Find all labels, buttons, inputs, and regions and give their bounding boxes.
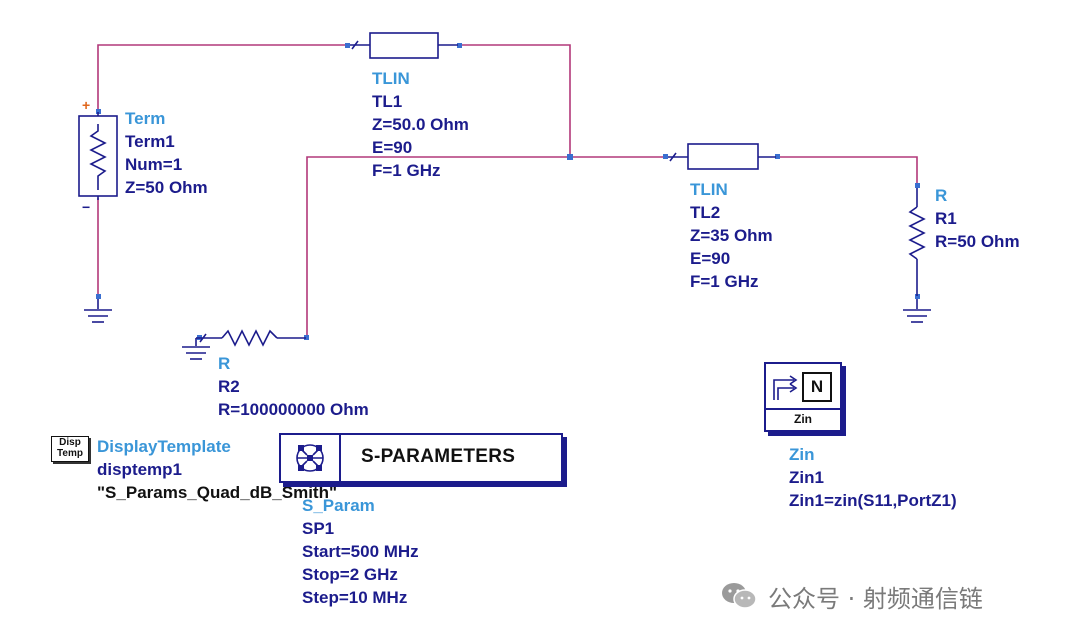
watermark-text: 公众号 · 射频通信链 — [768, 584, 983, 613]
ground-symbols — [84, 299, 931, 360]
zin-type: Zin — [789, 445, 815, 464]
zin-separator — [766, 408, 840, 410]
tl1-name: TL1 — [372, 92, 403, 111]
term1-plus-sign: + — [82, 97, 90, 113]
wire-tl2-to-r1 — [778, 156, 918, 185]
r1-label: R R1 R=50 Ohm — [935, 184, 1020, 253]
tl2-param-z: Z=35 Ohm — [690, 226, 773, 245]
zin-expression: Zin1=zin(S11,PortZ1) — [789, 491, 957, 510]
zin-name: Zin1 — [789, 468, 824, 487]
r1-param-r: R=50 Ohm — [935, 232, 1020, 251]
s-param-label: S_Param SP1 Start=500 MHz Stop=2 GHz Ste… — [302, 494, 419, 609]
display-template-value: "S_Params_Quad_dB_Smith" — [97, 483, 338, 502]
s-parameters-controller[interactable]: S-PARAMETERS — [279, 433, 563, 483]
tl2-param-f: F=1 GHz — [690, 272, 759, 291]
ground-term1 — [84, 299, 112, 323]
wechat-logo-icon — [722, 583, 757, 609]
wires — [97, 44, 918, 338]
r2-symbol[interactable] — [195, 329, 306, 347]
s-param-step: Step=10 MHz — [302, 588, 408, 607]
display-template-icon-line1: Disp — [59, 437, 81, 448]
s-param-type: S_Param — [302, 496, 375, 515]
term1-param-num: Num=1 — [125, 155, 183, 174]
tl2-param-e: E=90 — [690, 249, 731, 268]
s-param-stop: Stop=2 GHz — [302, 565, 398, 584]
display-template-icon-line2: Temp — [57, 448, 83, 459]
tl2-label: TLIN TL2 Z=35 Ohm E=90 F=1 GHz — [690, 178, 773, 293]
display-template-type: DisplayTemplate — [97, 437, 231, 456]
watermark: 公众号 · 射频通信链 — [720, 578, 983, 614]
tl2-type: TLIN — [690, 180, 728, 199]
r2-label: R R2 R=100000000 Ohm — [218, 352, 369, 421]
wire-term-top-to-tl1 — [97, 44, 347, 112]
term1-name: Term1 — [125, 132, 175, 151]
display-template-name: disptemp1 — [97, 460, 183, 479]
zin-label: Zin Zin1 Zin1=zin(S11,PortZ1) — [789, 443, 957, 512]
display-template-label: DisplayTemplate disptemp1 "S_Params_Quad… — [97, 435, 337, 504]
wire-tl1-to-junction — [460, 44, 571, 157]
tl1-symbol[interactable] — [350, 32, 458, 59]
ground-r2 — [182, 346, 210, 360]
display-template-icon[interactable]: Disp Temp — [51, 436, 89, 462]
tl1-param-z: Z=50.0 Ohm — [372, 115, 469, 134]
zin-measurement-block[interactable]: N Zin — [764, 362, 842, 432]
tl2-name: TL2 — [690, 203, 721, 222]
r1-symbol[interactable] — [908, 188, 926, 296]
zin-n-symbol: N — [802, 372, 832, 402]
s-parameters-icon — [281, 435, 341, 481]
r1-name: R1 — [935, 209, 957, 228]
pins — [96, 43, 920, 340]
term1-minus-sign: − — [82, 199, 90, 215]
r2-name: R2 — [218, 377, 240, 396]
term1-label: Term Term1 Num=1 Z=50 Ohm — [125, 107, 208, 199]
wire-junction-to-tl2 — [306, 156, 666, 338]
zin-box-label: Zin — [794, 412, 812, 426]
r2-param-r: R=100000000 Ohm — [218, 400, 369, 419]
term1-type: Term — [125, 109, 166, 128]
r2-type: R — [218, 354, 231, 373]
term1-param-z: Z=50 Ohm — [125, 178, 208, 197]
s-param-name: SP1 — [302, 519, 335, 538]
tl1-param-e: E=90 — [372, 138, 413, 157]
zin-port-arrow-icon — [773, 375, 798, 400]
tl1-type: TLIN — [372, 69, 410, 88]
tl2-symbol[interactable] — [668, 143, 776, 170]
s-parameters-title: S-PARAMETERS — [361, 446, 516, 467]
tl1-param-f: F=1 GHz — [372, 161, 441, 180]
tl1-label: TLIN TL1 Z=50.0 Ohm E=90 F=1 GHz — [372, 67, 469, 182]
s-param-start: Start=500 MHz — [302, 542, 419, 561]
ground-r1 — [903, 299, 931, 323]
term1-symbol[interactable] — [78, 112, 118, 200]
r1-type: R — [935, 186, 948, 205]
